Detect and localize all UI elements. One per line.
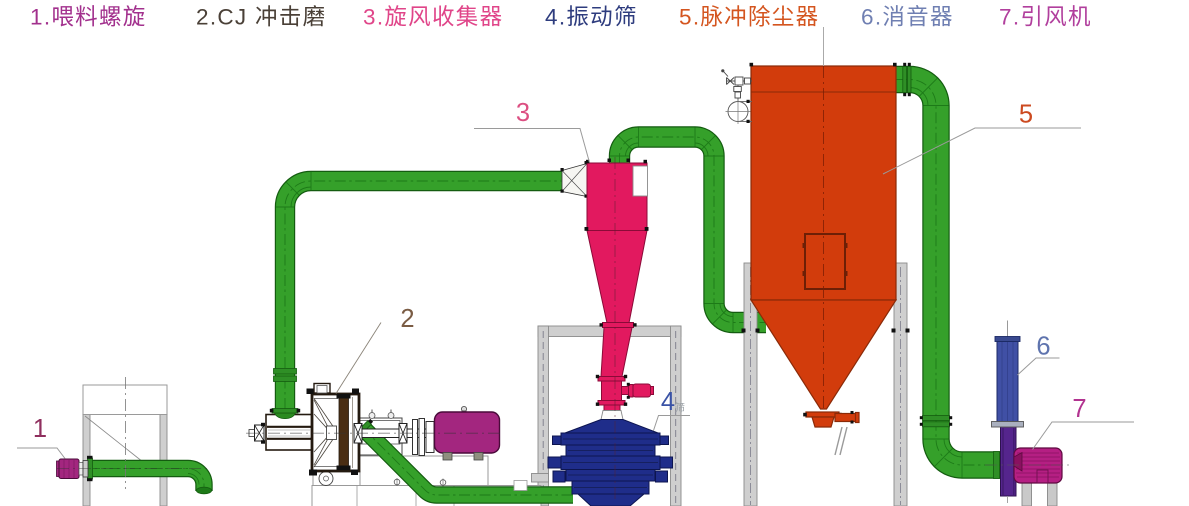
bin-brace <box>84 415 144 463</box>
valve-outlet <box>603 404 621 411</box>
leader-7 <box>1032 421 1134 450</box>
mill-feed-housing <box>265 413 313 451</box>
cyclone-cone <box>586 230 648 324</box>
pedestal-bolt-icon <box>368 412 376 419</box>
discharge-handle <box>834 426 843 456</box>
leader-5 <box>882 127 1081 175</box>
pipe-collector-outlet <box>896 62 1001 479</box>
coupling-guard <box>425 421 435 453</box>
riser-bottom-flange <box>271 408 299 414</box>
pipe-flange <box>922 415 950 421</box>
pipe-feed-screw <box>87 455 212 495</box>
feed-hopper-bin <box>82 384 168 506</box>
muffler-bottom-flange <box>991 421 1024 428</box>
callout-4-sub: 筛 <box>675 401 686 414</box>
sieve-clamp <box>659 456 673 469</box>
legend-item-dust-collector: 5.脉冲除尘器 <box>679 5 819 30</box>
sieve-clamp <box>552 470 566 483</box>
callout-3: 3 <box>516 99 530 127</box>
motor-foot <box>473 452 484 461</box>
fan-junction-box <box>1036 469 1049 484</box>
riser-inlet-skirt <box>273 412 297 420</box>
leader-lines <box>17 127 1134 459</box>
pipe-flange <box>273 368 297 375</box>
cyclone-inlet-transition <box>560 161 588 198</box>
pipe-mill-riser <box>273 172 563 409</box>
access-door <box>804 233 846 290</box>
coupling-plate <box>412 419 418 455</box>
pipe-flange <box>273 375 297 382</box>
fan-inlet-cone <box>1013 451 1023 472</box>
fan-leg <box>1021 482 1032 506</box>
fan-leg <box>1047 482 1058 506</box>
frame-base-plate <box>531 473 549 483</box>
leader-6 <box>1017 357 1060 376</box>
legend-item-fan: 7.引风机 <box>999 5 1092 30</box>
callout-2: 2 <box>400 305 414 333</box>
legend: 1.喂料螺旋 2.CJ 冲击磨 3.旋风收集器 4.振动筛 5.脉冲除尘器 6.… <box>30 5 1092 30</box>
pipe-support-bracket <box>513 480 528 491</box>
callout-numbers: 1 2 3 4 筛 5 6 7 <box>33 99 1087 443</box>
valve-drive-shaft <box>621 386 629 395</box>
leader-2 <box>335 322 382 394</box>
pipe-flange <box>922 421 950 428</box>
classifier-hub <box>326 425 337 440</box>
sieve-clamp <box>655 470 668 483</box>
discharge-side-pipe <box>834 412 857 423</box>
muffler-and-fan <box>991 320 1063 506</box>
motor-foot <box>442 452 453 461</box>
mill-motor <box>433 405 501 461</box>
coupling-plate <box>418 418 425 456</box>
impact-mill <box>248 382 361 476</box>
callout-7: 7 <box>1072 395 1086 423</box>
leader-3 <box>474 128 590 163</box>
cone-flange <box>602 322 634 328</box>
cyclone-hopper <box>600 327 633 377</box>
legend-item-sieve: 4.振动筛 <box>545 5 638 30</box>
pressure-instrument <box>721 69 752 124</box>
legend-item-feed-screw: 1.喂料螺旋 <box>30 5 147 30</box>
discharge-flange <box>805 411 840 418</box>
sieve-dome <box>564 419 659 434</box>
vibrating-sieve <box>547 419 673 506</box>
discharge-neck <box>811 416 835 428</box>
sieve-base <box>576 493 646 506</box>
callout-6: 6 <box>1036 333 1050 361</box>
rotary-valve <box>601 380 622 402</box>
flex-connector <box>600 410 624 420</box>
legend-item-impact-mill: 2.CJ 冲击磨 <box>196 5 326 30</box>
frame-left-post <box>537 325 549 506</box>
muffler-top-flange <box>994 336 1021 342</box>
sieve-clamp <box>547 456 562 469</box>
rotor-disc <box>338 396 349 469</box>
centerlines <box>57 27 1073 502</box>
pipe-cyclone-to-collector <box>607 128 767 333</box>
valve-drive-motor <box>632 383 651 398</box>
pipe-outlet-mouth <box>195 486 212 495</box>
legend-item-muffler: 6.消音器 <box>861 5 954 30</box>
legend-item-cyclone: 3.旋风收集器 <box>363 5 503 30</box>
mill-bottom-flange <box>318 471 334 486</box>
cyclone-collector <box>584 159 654 420</box>
callout-4: 4 <box>661 388 675 416</box>
valve-bottom-flange <box>597 400 626 406</box>
cyclone-manhole <box>632 165 648 197</box>
pedestal-bolt-icon <box>387 412 395 419</box>
valve-top-flange <box>597 376 626 382</box>
motor-body <box>433 411 501 454</box>
callout-5: 5 <box>1019 101 1033 129</box>
pipe-flange <box>902 66 907 93</box>
leader-4 <box>653 415 690 431</box>
callout-1: 1 <box>33 415 47 443</box>
pipe-flange <box>907 66 912 93</box>
collector-support-posts <box>741 262 910 506</box>
bin-body <box>82 384 168 415</box>
leader-1 <box>17 447 66 459</box>
